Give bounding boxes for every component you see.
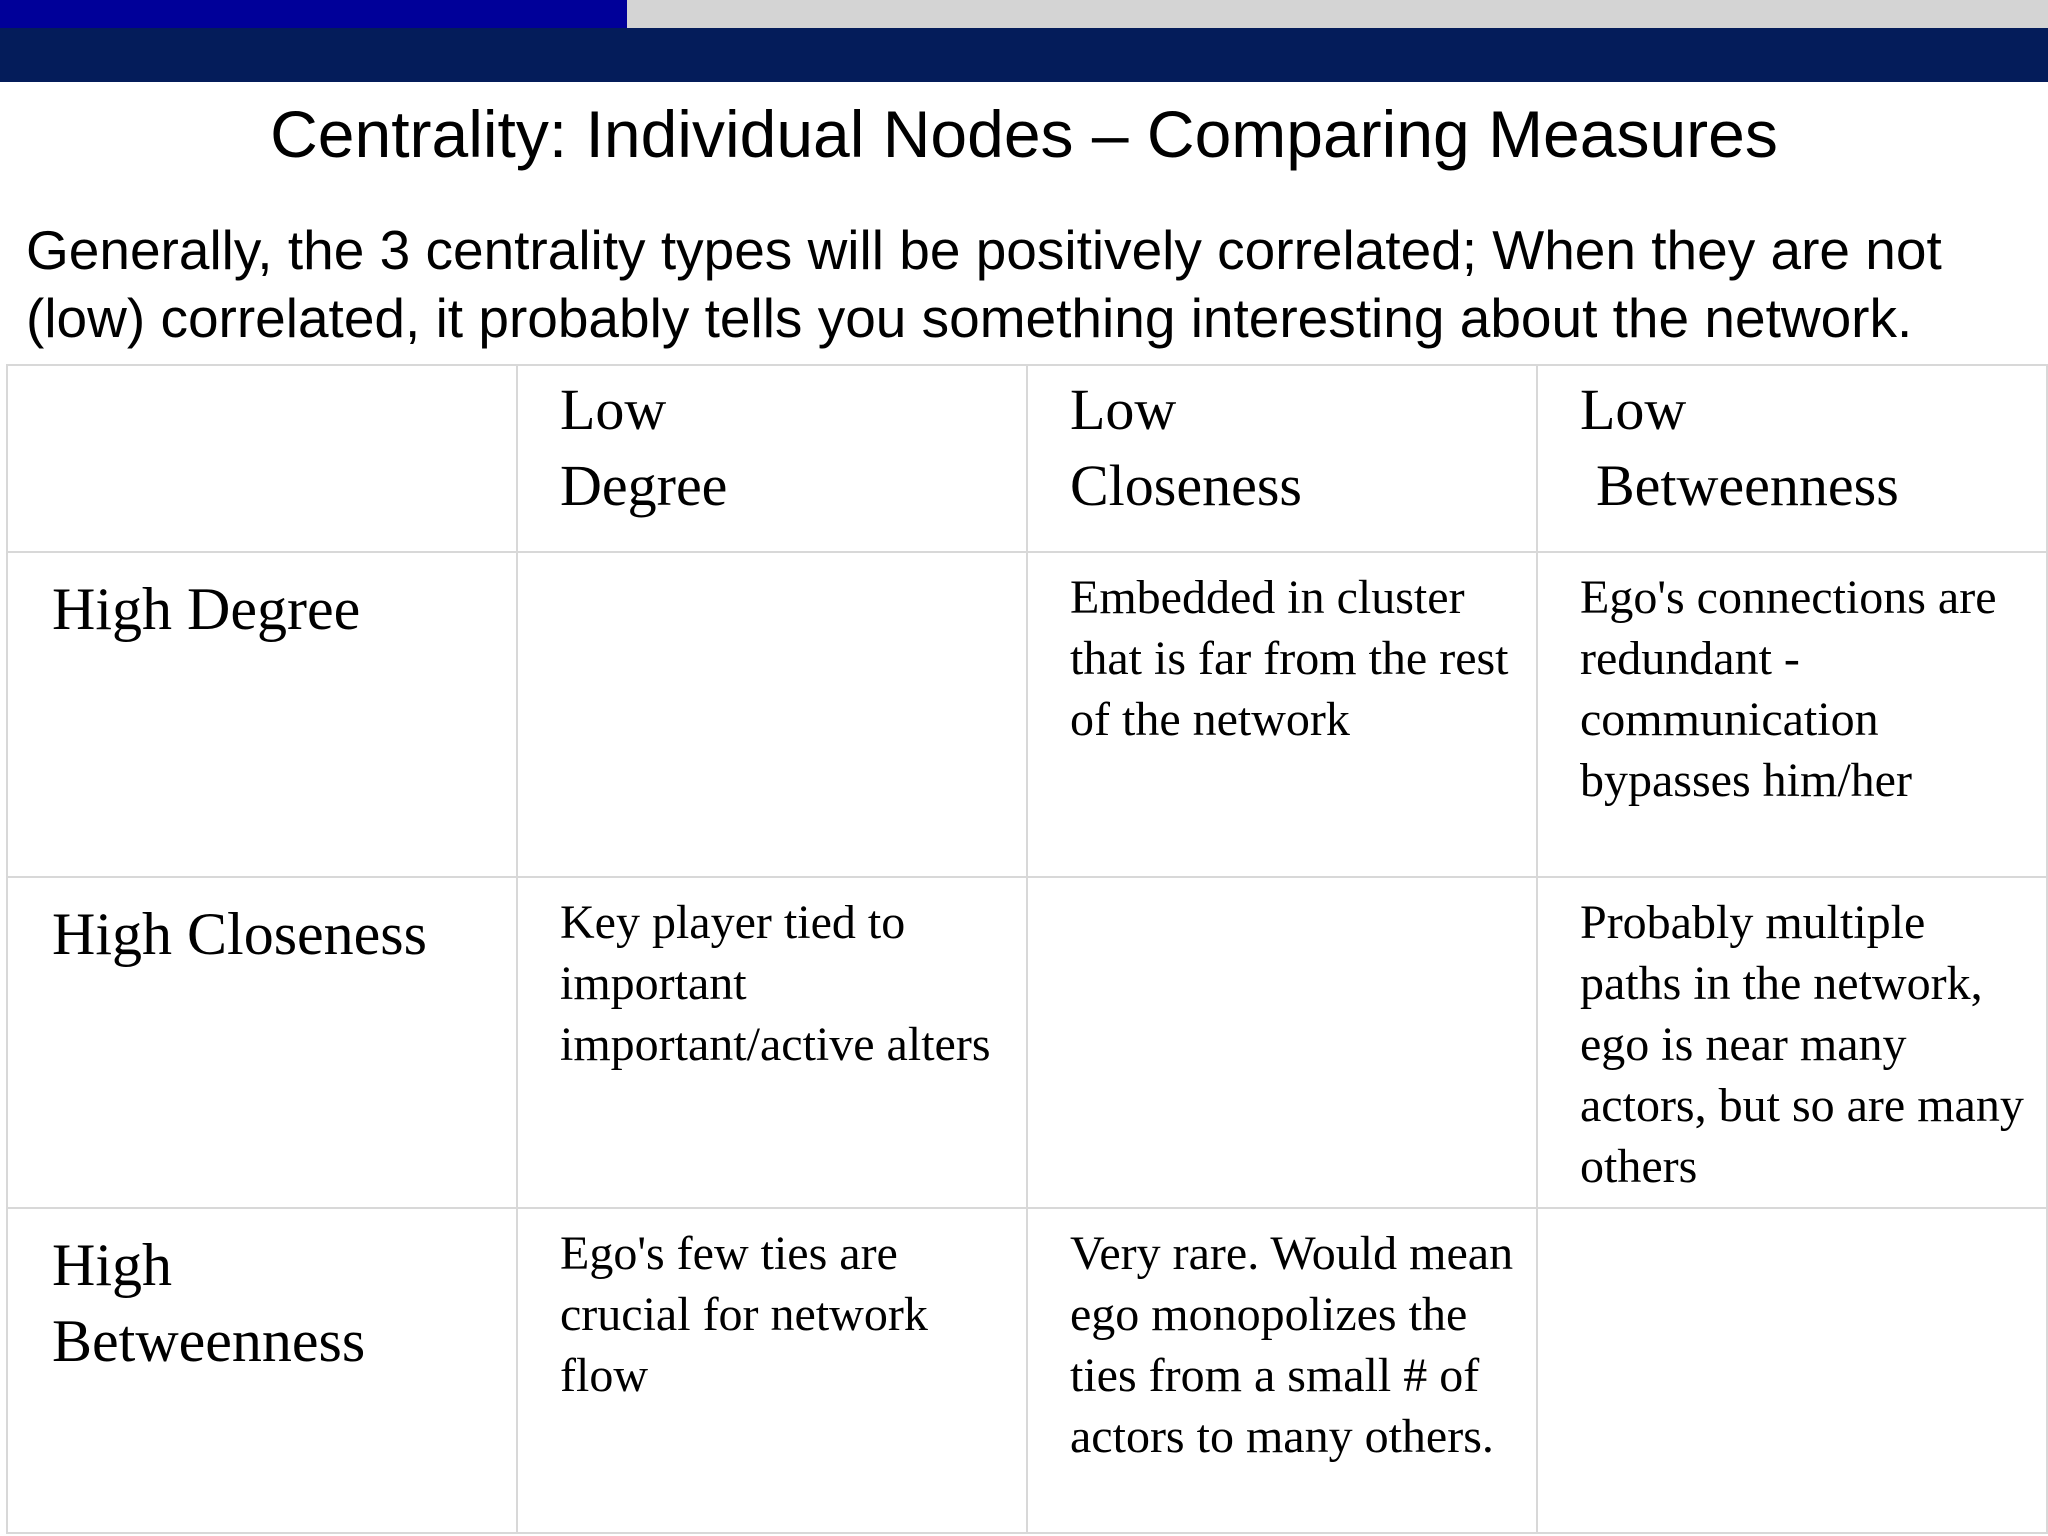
cell-text: Ego's connections are redundant - commun… [1580,571,1997,808]
cell-text [518,553,1026,567]
table-cell [1536,1206,2048,1535]
cell-text: Key player tied to important important/a… [560,896,991,1072]
cell-text [1538,1209,2046,1223]
column-header-low-degree: Low Degree [516,363,1028,554]
table-cell [1026,876,1538,1209]
column-header-low-closeness: Low Closeness [1026,363,1538,554]
table-row-high-betweenness: High Betweenness Ego's few ties are cruc… [6,1206,2048,1535]
row-header-high-closeness: High Closeness [6,876,518,1209]
cell-text: Embedded in cluster that is far from the… [1070,571,1509,747]
table-cell [516,551,1028,879]
column-header-line2: Degree [560,453,728,518]
table-cell: Ego's connections are redundant - commun… [1536,551,2048,879]
table-cell: Ego's few ties are crucial for network f… [516,1206,1028,1535]
column-header-line1: Low [1070,377,1177,442]
table-cell: Embedded in cluster that is far from the… [1026,551,1538,879]
row-header-high-degree: High Degree [6,551,518,879]
column-header-line1: Low [1580,377,1687,442]
top-accent-bar-gray [627,0,2048,28]
row-header-label-line1: High [52,1231,172,1298]
top-accent-bar-blue [0,0,627,28]
corner-cell [6,363,518,554]
header-band [0,28,2048,82]
cell-text: Very rare. Would mean ego monopolizes th… [1070,1226,1514,1463]
row-header-label: High Closeness [52,901,427,968]
cell-text: Probably multiple paths in the network, … [1580,896,2024,1194]
row-header-label: High Degree [52,576,361,643]
column-header-low-betweenness: Low Betweenness [1536,363,2048,554]
slide-subtitle: Generally, the 3 centrality types will b… [26,219,1942,349]
table-header-row: Low Degree Low Closeness Low Betweenness [6,363,2048,554]
table-row-high-degree: High Degree Embedded in cluster that is … [6,551,2048,879]
comparison-table: Low Degree Low Closeness Low Betweenness… [6,363,2048,1535]
cell-text [1028,878,1536,892]
column-header-line2: Betweenness [1596,453,1899,518]
table-row-high-closeness: High Closeness Key player tied to import… [6,876,2048,1209]
row-header-high-betweenness: High Betweenness [6,1206,518,1535]
column-header-line2: Closeness [1070,453,1302,518]
row-header-label-line2: Betweenness [52,1307,366,1374]
slide-title: Centrality: Individual Nodes – Comparing… [270,97,1778,171]
table-cell: Probably multiple paths in the network, … [1536,876,2048,1209]
table-cell: Key player tied to important important/a… [516,876,1028,1209]
cell-text: Ego's few ties are crucial for network f… [560,1226,928,1402]
table-cell: Very rare. Would mean ego monopolizes th… [1026,1206,1538,1535]
column-header-line1: Low [560,377,667,442]
